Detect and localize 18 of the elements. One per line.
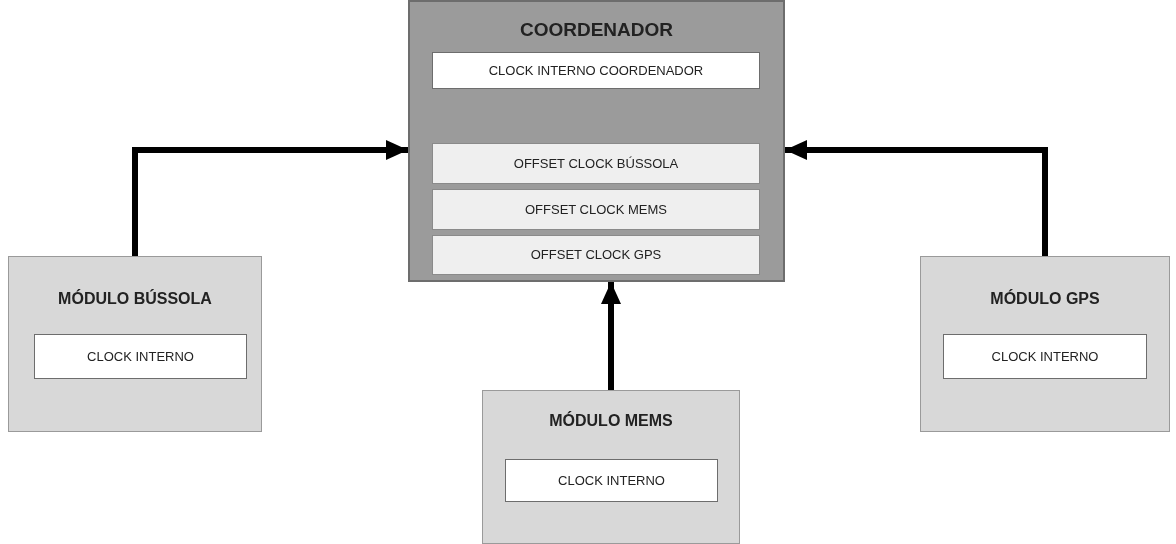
- offset-label-box: OFFSET CLOCK GPS: [432, 235, 760, 275]
- clock-label-box: CLOCK INTERNO: [34, 334, 247, 379]
- coordinator-panel: [408, 0, 785, 282]
- panel-title: COORDENADOR: [519, 18, 674, 42]
- clock-label-box: CLOCK INTERNO: [943, 334, 1147, 379]
- clock-label-box: CLOCK INTERNO: [505, 459, 718, 502]
- panel-title: MÓDULO MEMS: [549, 410, 673, 431]
- arrow: [601, 282, 621, 390]
- arrow: [132, 140, 408, 256]
- module-panel: [482, 390, 740, 544]
- module-panel: [8, 256, 262, 432]
- panel-title: MÓDULO GPS: [990, 288, 1100, 309]
- offset-label-box: OFFSET CLOCK BÚSSOLA: [432, 143, 760, 184]
- clock-label-box: CLOCK INTERNO COORDENADOR: [432, 52, 760, 89]
- arrow: [785, 140, 1048, 256]
- module-panel: [920, 256, 1170, 432]
- offset-label-box: OFFSET CLOCK MEMS: [432, 189, 760, 230]
- panel-title: MÓDULO BÚSSOLA: [58, 288, 212, 309]
